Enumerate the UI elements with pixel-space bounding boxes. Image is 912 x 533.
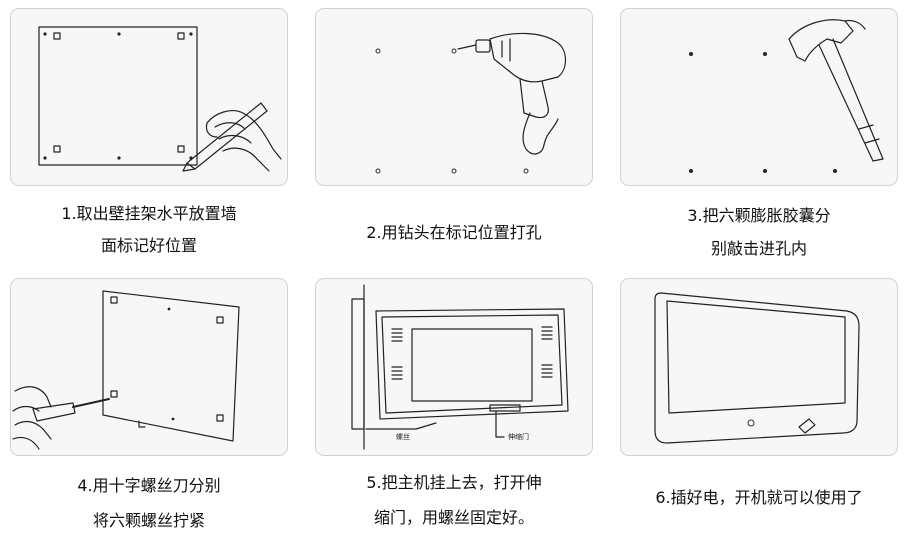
main-unit-back [375, 308, 569, 420]
wall-bracket-marking-drawing [38, 26, 282, 172]
step-1-caption: 1.取出壁挂架水平放置墙 面标记好位置 [10, 202, 288, 258]
device-screen [666, 300, 846, 414]
device-frame [654, 292, 860, 444]
retractable-door [489, 404, 521, 412]
step-2-caption: 2.用钻头在标记位置打孔 [315, 221, 593, 245]
hammer [788, 19, 884, 162]
electric-drill [457, 32, 567, 155]
hand-with-pencil [182, 102, 282, 172]
caption-line: 缩门，用螺丝固定好。 [373, 508, 534, 527]
step-2-illustration [315, 8, 593, 186]
logo-mark [798, 418, 816, 434]
step-1-illustration [10, 8, 288, 186]
drilling-holes-drawing [375, 32, 567, 174]
door-callout-label: 伸缩门 [508, 432, 529, 441]
caption-line: 面标记好位置 [100, 236, 197, 255]
hand-with-screwdriver [12, 386, 110, 450]
caption-line: 4.用十字螺丝刀分别 [77, 476, 221, 495]
hammering-anchors-drawing [689, 19, 884, 173]
step-5-caption: 5.把主机挂上去，打开伸 缩门，用螺丝固定好。 [315, 471, 593, 530]
screw-callout-label: 螺丝 [396, 432, 410, 441]
caption-line: 1.取出壁挂架水平放置墙 [61, 204, 237, 223]
step-5-illustration: 螺丝 伸缩门 [315, 278, 593, 456]
wall-bracket-plate [38, 26, 198, 166]
caption-line: 别敲击进孔内 [710, 239, 807, 258]
step-6-illustration [620, 278, 898, 456]
wall-bracket-plate [102, 290, 240, 442]
caption-line: 2.用钻头在标记位置打孔 [366, 223, 542, 242]
finished-unit-drawing [654, 292, 860, 444]
step-4-caption: 4.用十字螺丝刀分别 将六颗螺丝拧紧 [10, 474, 288, 533]
screwing-bracket-drawing [12, 290, 240, 450]
power-button-icon [747, 419, 755, 427]
vent-slots-left [391, 328, 403, 380]
step-3-illustration [620, 8, 898, 186]
mounting-unit-drawing: 螺丝 伸缩门 [351, 284, 569, 450]
caption-line: 5.把主机挂上去，打开伸 [366, 473, 542, 492]
step-6-caption: 6.插好电，开机就可以使用了 [620, 486, 898, 510]
step-4-illustration [10, 278, 288, 456]
caption-line: 6.插好电，开机就可以使用了 [655, 488, 863, 507]
caption-line: 3.把六颗膨胀胶囊分 [687, 206, 831, 225]
vent-slots-right [541, 326, 553, 378]
caption-line: 将六颗螺丝拧紧 [92, 511, 205, 530]
step-3-caption: 3.把六颗膨胀胶囊分 别敲击进孔内 [620, 204, 898, 261]
